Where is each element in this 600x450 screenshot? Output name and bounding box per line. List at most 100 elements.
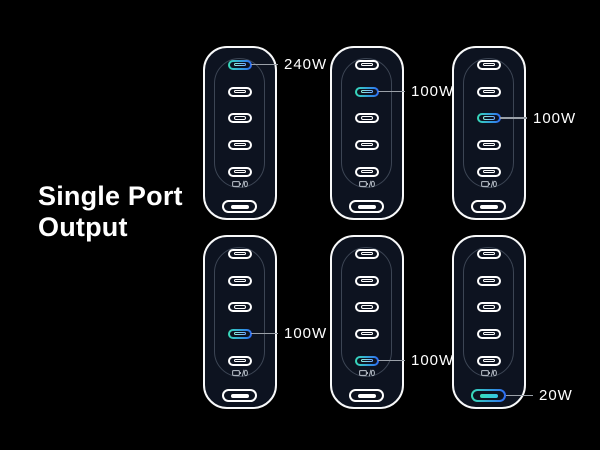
- usb-c-slot: [234, 332, 246, 336]
- usb-c-slot: [361, 359, 373, 363]
- port-track-outline: [214, 57, 265, 188]
- port-track-outline: [341, 246, 392, 377]
- usb-c-port-5: [476, 166, 501, 177]
- wattage-callout: 100W: [251, 325, 328, 342]
- usb-c-slot: [483, 116, 495, 120]
- usb-c-port-3: [227, 302, 252, 312]
- wattage-callout: 100W: [500, 109, 577, 127]
- usb-a-port: [222, 200, 257, 213]
- wattage-label: 20W: [539, 387, 573, 404]
- wattage-label: 100W: [411, 83, 455, 100]
- usb-c-slot: [233, 278, 246, 283]
- usb-c-slot: [360, 116, 373, 120]
- wattage-label: 100W: [411, 352, 455, 369]
- usb-c-port-4: [354, 139, 379, 150]
- usb-c-slot: [233, 305, 246, 309]
- usb-c-port-3: [354, 113, 379, 123]
- charger-bottom-left: 100W: [203, 235, 326, 409]
- usb-a-port: [349, 200, 384, 213]
- usb-c-port-2: [354, 275, 379, 286]
- usb-c-port-1: [476, 248, 501, 259]
- leader-line: [251, 332, 278, 335]
- usb-c-port-2: [227, 86, 252, 97]
- title-line-2: Output: [38, 212, 128, 242]
- usb-a-tongue: [479, 204, 498, 209]
- leader-line: [378, 90, 405, 93]
- usb-c-slot: [360, 251, 373, 256]
- usb-c-port-1-highlighted: [228, 60, 252, 70]
- usb-a-port-highlighted: [471, 389, 506, 402]
- wattage-callout: 100W: [378, 352, 455, 369]
- wattage-label: 100W: [284, 325, 328, 342]
- leader-line: [506, 394, 533, 397]
- usb-c-slot: [360, 305, 373, 309]
- usb-c-port-2: [476, 275, 501, 286]
- usb-c-slot: [360, 331, 373, 336]
- usb-a-tongue: [357, 393, 376, 398]
- usb-c-port-5: [354, 166, 379, 177]
- wattage-label: 240W: [284, 56, 328, 73]
- usb-c-port-2: [476, 86, 501, 97]
- usb-c-slot: [233, 142, 246, 147]
- usb-a-port: [349, 389, 384, 402]
- usb-a-tongue: [230, 393, 249, 398]
- port-track-outline: [463, 246, 514, 377]
- leader-line: [251, 63, 278, 66]
- usb-c-slot: [482, 89, 495, 94]
- usb-c-port-3: [476, 302, 501, 312]
- usb-c-port-1: [354, 59, 379, 70]
- usb-c-slot: [482, 278, 495, 283]
- usb-c-slot: [482, 62, 495, 67]
- usb-c-port-3: [354, 302, 379, 312]
- battery-trickle-icon: [454, 369, 524, 377]
- usb-c-port-4: [354, 328, 379, 339]
- port-track-outline: [341, 57, 392, 188]
- usb-c-port-1: [476, 59, 501, 70]
- usb-c-port-1: [227, 248, 252, 259]
- wattage-callout: 240W: [251, 56, 328, 73]
- usb-c-port-5: [476, 355, 501, 366]
- charger-bottom-middle: 100W: [330, 235, 453, 409]
- usb-a-port: [222, 389, 257, 402]
- battery-trickle-icon: [205, 180, 275, 188]
- usb-c-slot: [482, 358, 495, 363]
- charger-top-right: 100W: [452, 46, 575, 220]
- usb-c-port-3: [227, 113, 252, 123]
- wattage-callout: 20W: [506, 387, 573, 404]
- usb-c-slot: [233, 89, 246, 94]
- wattage-callout: 100W: [378, 83, 455, 100]
- title-line-1: Single Port: [38, 181, 183, 211]
- usb-c-slot: [233, 251, 246, 256]
- usb-c-slot: [482, 142, 495, 147]
- usb-c-port-5: [227, 166, 252, 177]
- charger-top-middle: 100W: [330, 46, 453, 220]
- usb-c-slot: [482, 305, 495, 309]
- usb-c-port-4-highlighted: [228, 329, 252, 339]
- usb-c-port-4: [476, 139, 501, 150]
- port-track-outline: [463, 57, 514, 188]
- usb-c-slot: [233, 116, 246, 120]
- section-title: Single Port Output: [38, 181, 183, 243]
- usb-c-slot: [361, 90, 373, 94]
- usb-c-slot: [360, 169, 373, 174]
- wattage-label: 100W: [533, 109, 577, 127]
- usb-c-slot: [482, 331, 495, 336]
- usb-c-port-1: [354, 248, 379, 259]
- battery-trickle-icon: [454, 180, 524, 188]
- battery-trickle-icon: [332, 369, 402, 377]
- usb-c-slot: [360, 142, 373, 147]
- usb-c-port-4: [227, 139, 252, 150]
- usb-c-port-2-highlighted: [355, 87, 379, 97]
- usb-c-port-2: [227, 275, 252, 286]
- usb-c-slot: [482, 169, 495, 174]
- battery-trickle-icon: [332, 180, 402, 188]
- charger-bottom-right: 20W: [452, 235, 572, 409]
- usb-c-port-3-highlighted: [477, 113, 501, 123]
- usb-c-slot: [233, 169, 246, 174]
- usb-c-port-5: [227, 355, 252, 366]
- usb-c-port-5-highlighted: [355, 356, 379, 366]
- usb-c-slot: [360, 62, 373, 67]
- usb-a-tongue: [357, 204, 376, 209]
- usb-a-tongue: [230, 204, 249, 209]
